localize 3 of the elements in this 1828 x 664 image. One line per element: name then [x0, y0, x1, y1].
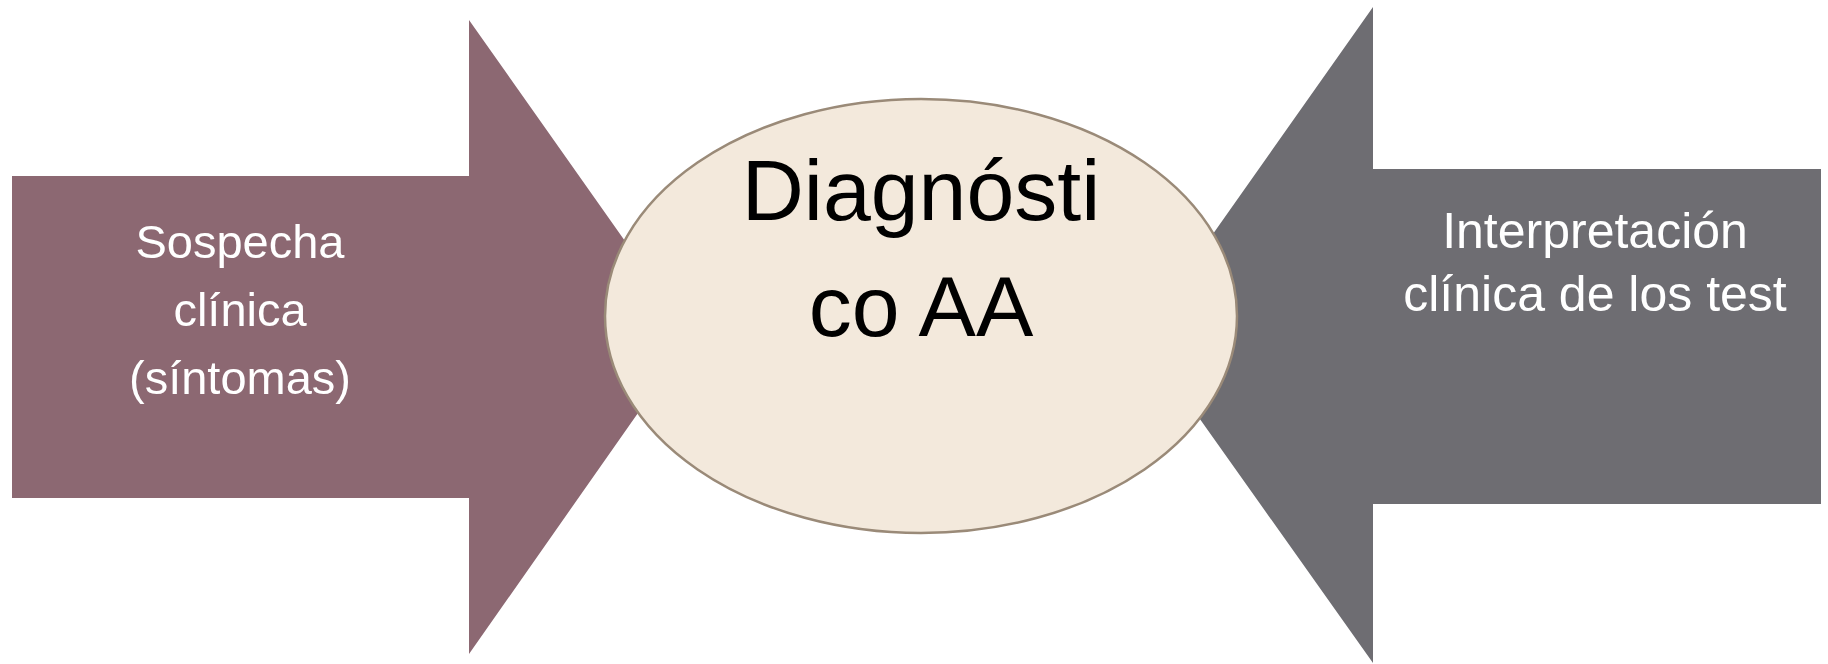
node-label: Sospecha clínica (síntomas)	[128, 214, 352, 407]
node-label: Interpretación clínica de los test	[1402, 202, 1788, 324]
node-label: Diagnósti co AA	[740, 141, 1102, 357]
